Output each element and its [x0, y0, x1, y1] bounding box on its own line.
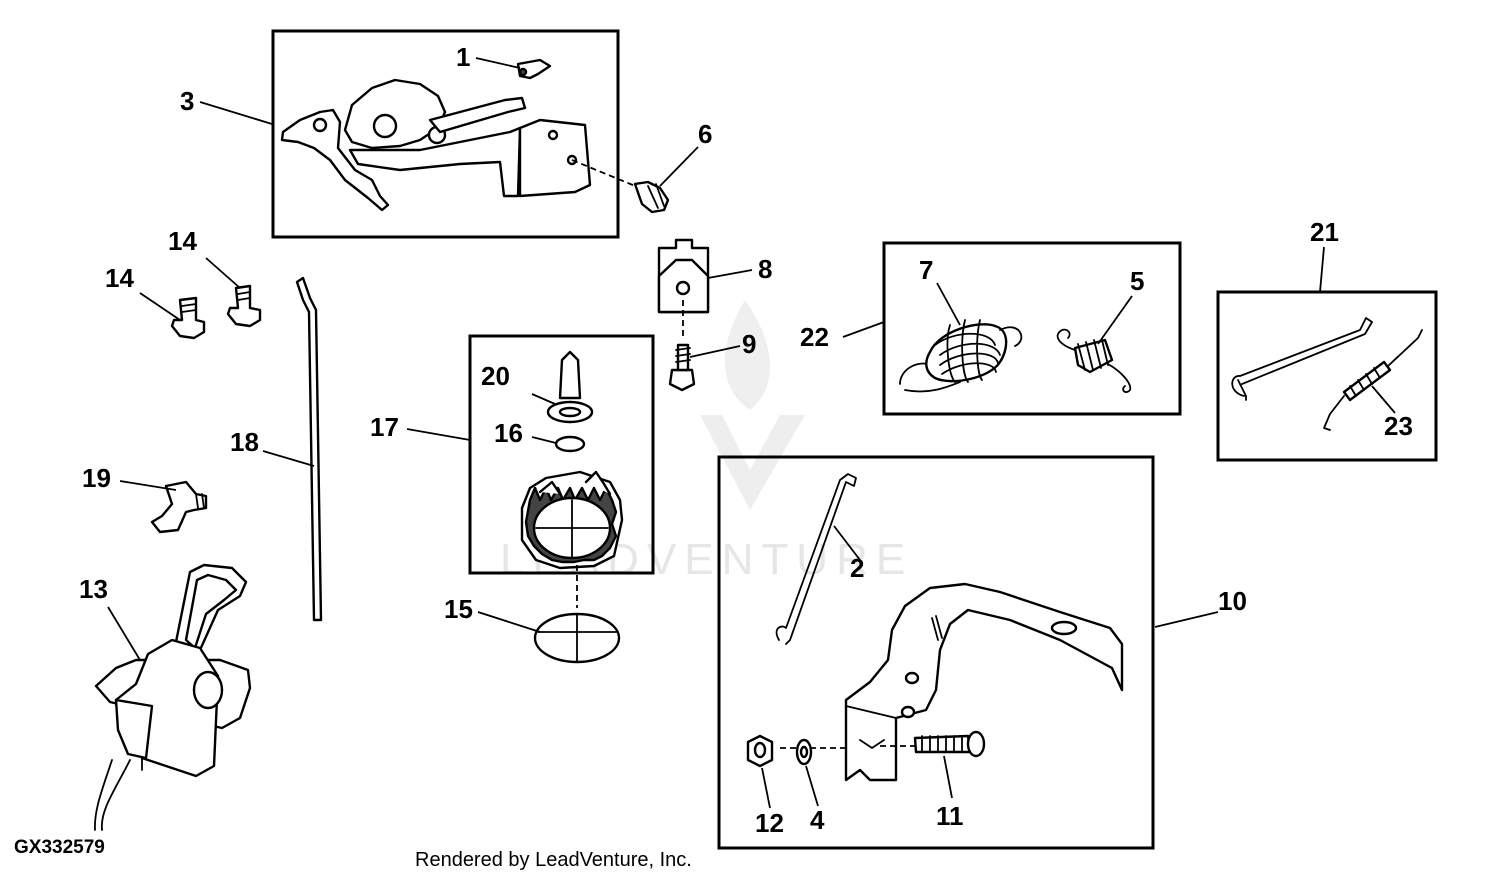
part-12-nut: [746, 734, 774, 768]
part-14-bolt-left: [170, 296, 206, 340]
callout-23: 23: [1384, 411, 1413, 441]
box-governor-gear-kit: [468, 334, 655, 575]
callout-13: 13: [79, 574, 108, 604]
callout-19: 19: [82, 463, 111, 493]
leader-dash-6: [571, 159, 641, 189]
leader-lines: [107, 57, 1396, 809]
callout-labels: 1 2 3 4 5 6 7 8 9 10 11 12 13 14 14 15 1…: [79, 42, 1413, 838]
figure-id: GX332579: [14, 837, 105, 858]
callout-17: 17: [370, 412, 399, 442]
watermark-v-icon: [700, 415, 805, 510]
box-governor-lever-kit: [717, 455, 1155, 850]
part-4-washer: [795, 738, 813, 766]
callout-22: 22: [800, 322, 829, 352]
part-13-throttle-control: [94, 563, 252, 831]
callout-4: 4: [810, 805, 825, 835]
part-1-clip: [516, 58, 552, 80]
part-5-spring: [1056, 328, 1132, 393]
part-18-rod: [295, 276, 323, 622]
part-21-link: [1231, 317, 1373, 401]
callout-12: 12: [755, 808, 784, 838]
callout-9: 9: [742, 329, 756, 359]
part-23-spring: [1323, 329, 1423, 431]
watermark-flame-icon: [724, 300, 770, 410]
callout-6: 6: [698, 119, 712, 149]
part-19-clamp: [150, 480, 208, 534]
part-11-screw: [913, 730, 986, 758]
part-6-bolt: [633, 180, 670, 214]
callout-21: 21: [1310, 217, 1339, 247]
box-spring-kit: [882, 241, 1182, 416]
callout-15: 15: [444, 594, 473, 624]
callout-7: 7: [919, 255, 933, 285]
callout-3: 3: [180, 86, 194, 116]
callout-1: 1: [456, 42, 470, 72]
box-link-kit: [1216, 290, 1438, 462]
credit-text: Rendered by LeadVenture, Inc.: [415, 849, 692, 871]
part-7-spring: [899, 319, 1023, 393]
part-10-governor-lever: [844, 582, 1124, 782]
callout-20: 20: [481, 361, 510, 391]
part-16-washer: [554, 435, 586, 453]
callout-11: 11: [936, 801, 964, 831]
part-15-thrust-disc: [533, 612, 621, 664]
part-3-control-bracket: [280, 78, 592, 212]
callout-14-upper: 14: [168, 226, 197, 256]
box-governor-assembly: [271, 29, 620, 239]
callout-14-lower: 14: [105, 263, 134, 293]
part-2-link-rod: [775, 473, 857, 645]
callout-16: 16: [494, 418, 523, 448]
callout-18: 18: [230, 427, 259, 457]
callout-2: 2: [850, 553, 864, 583]
part-14-bolt-right: [226, 284, 262, 328]
callout-8: 8: [758, 254, 772, 284]
part-20-governor-pin: [546, 350, 594, 424]
part-8-bracket: [657, 238, 710, 314]
part-9-screw: [668, 343, 696, 392]
part-17-governor-gear: [520, 470, 624, 570]
callout-5: 5: [1130, 266, 1144, 296]
callout-10: 10: [1218, 586, 1247, 616]
